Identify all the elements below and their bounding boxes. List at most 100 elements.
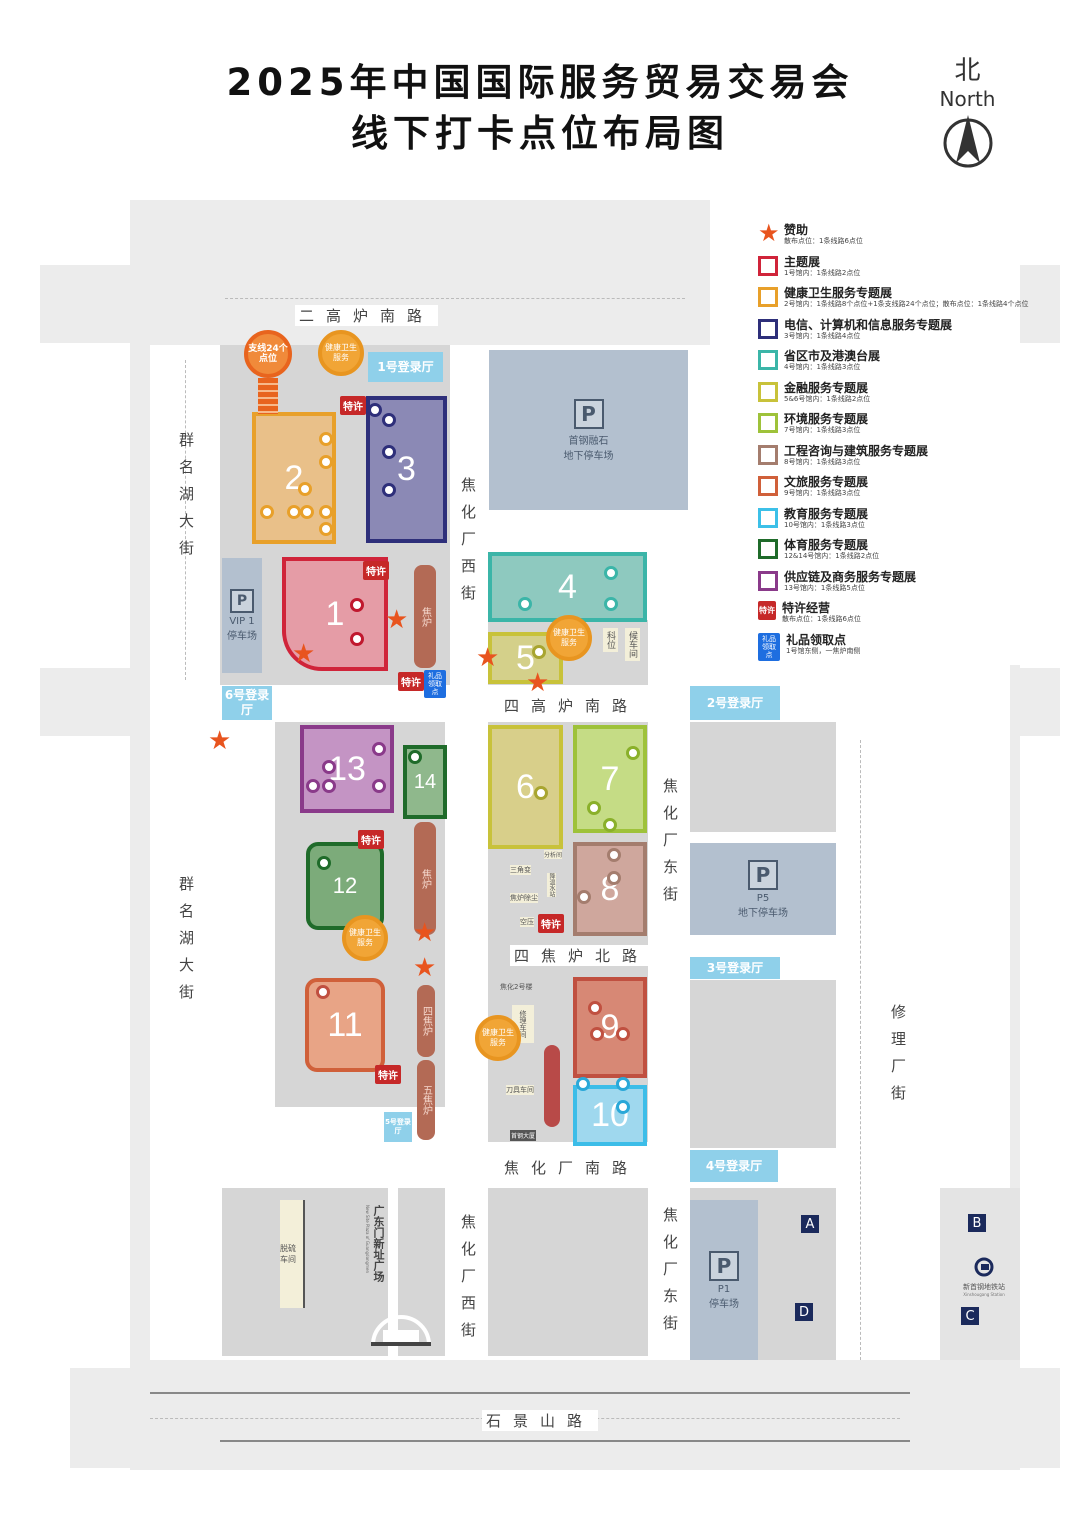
franchise-badge[interactable]: 特许 (340, 396, 366, 415)
legend-swatch-icon (758, 350, 778, 370)
franchise-badge[interactable]: 特许 (363, 561, 389, 580)
sponsor-star-icon[interactable]: ★ (208, 726, 232, 756)
legend-title: 电信、计算机和信息服务专题展 (784, 317, 953, 332)
checkpoint-pin[interactable] (372, 742, 386, 756)
entrance-6[interactable]: 6号登录厅 (222, 686, 272, 720)
gift-pickup-badge[interactable]: 礼品领取点 (424, 670, 446, 698)
hall-9[interactable]: 9 (573, 977, 647, 1078)
checkpoint-pin[interactable] (372, 779, 386, 793)
checkpoint-pin[interactable] (626, 746, 640, 760)
block-e1 (690, 722, 836, 832)
franchise-badge[interactable]: 特许 (398, 672, 424, 691)
checkpoint-pin[interactable] (518, 597, 532, 611)
franchise-badge[interactable]: 特许 (375, 1065, 401, 1084)
block-sw (222, 1188, 388, 1356)
checkpoint-pin[interactable] (298, 482, 312, 496)
checkpoint-pin[interactable] (350, 598, 364, 612)
checkpoint-pin[interactable] (319, 522, 333, 536)
legend-sub: 2号馆内：1条线路8个点位+1条支线路24个点位；散布点位：1条线路4个点位 (784, 300, 1029, 308)
checkpoint-pin[interactable] (616, 1077, 630, 1091)
legend-swatch-icon (758, 539, 778, 559)
entrance-5[interactable]: 5号登录厅 (384, 1112, 412, 1142)
checkpoint-pin[interactable] (577, 890, 591, 904)
checkpoint-pin[interactable] (382, 483, 396, 497)
hall-6[interactable]: 6 (488, 725, 563, 849)
tower-1: 焦炉 (414, 565, 436, 668)
checkpoint-pin[interactable] (408, 750, 422, 764)
checkpoint-pin[interactable] (322, 779, 336, 793)
checkpoint-pin[interactable] (534, 786, 548, 800)
entrance-2[interactable]: 2号登录厅 (690, 686, 780, 720)
entrance-4[interactable]: 4号登录厅 (690, 1150, 778, 1182)
sponsor-star-icon[interactable]: ★ (413, 918, 437, 948)
metro-exit-a[interactable]: A (801, 1215, 819, 1233)
checkpoint-pin[interactable] (322, 760, 336, 774)
checkpoint-pin[interactable] (382, 413, 396, 427)
metro-exit-d[interactable]: D (795, 1303, 813, 1321)
checkpoint-pin[interactable] (616, 1100, 630, 1114)
metro-exit-b[interactable]: B (968, 1214, 986, 1232)
place-daoju: 刀具车间 (506, 1085, 534, 1095)
checkpoint-pin[interactable] (607, 871, 621, 885)
checkpoint-pin[interactable] (260, 505, 274, 519)
checkpoint-pin[interactable] (319, 505, 333, 519)
checkpoint-pin[interactable] (616, 1027, 630, 1041)
checkpoint-pin[interactable] (590, 1027, 604, 1041)
entrance-3[interactable]: 3号登录厅 (690, 957, 780, 979)
checkpoint-pin[interactable] (532, 645, 546, 659)
entrance-1[interactable]: 1号登录厅 (368, 352, 443, 382)
branch-route-bubble[interactable]: 支线24个点位 (244, 330, 292, 378)
checkpoint-pin[interactable] (300, 505, 314, 519)
metro-exit-c[interactable]: C (961, 1307, 979, 1325)
legend-sub: 4号馆内：1条线路3点位 (784, 363, 861, 371)
checkpoint-pin[interactable] (317, 856, 331, 870)
parking-name: 首钢融石 地下停车场 (563, 435, 614, 462)
checkpoint-pin[interactable] (319, 455, 333, 469)
hall-10[interactable]: 10 (573, 1085, 647, 1146)
checkpoint-pin[interactable] (607, 848, 621, 862)
franchise-badge[interactable]: 特许 (358, 830, 384, 849)
parking-name: 地下停车场 (738, 907, 788, 919)
checkpoint-pin[interactable] (604, 597, 618, 611)
tower-4: 五焦炉 (417, 1060, 435, 1140)
health-pin[interactable]: 健康卫生服务 (546, 615, 592, 661)
hall-7[interactable]: 7 (573, 725, 647, 833)
sponsor-star-icon[interactable]: ★ (385, 605, 409, 635)
hall-4[interactable]: 4 (488, 552, 647, 622)
legend-sub: 1号馆东侧，一焦炉南侧 (786, 646, 861, 655)
health-pin[interactable]: 健康卫生服务 (342, 915, 388, 961)
legend-swatch-icon (758, 255, 778, 276)
legend-title: 主题展 (784, 254, 821, 269)
sponsor-star-icon[interactable]: ★ (413, 953, 437, 983)
checkpoint-pin[interactable] (350, 632, 364, 646)
sponsor-star-icon[interactable]: ★ (476, 643, 500, 673)
checkpoint-pin[interactable] (382, 445, 396, 459)
franchise-badge[interactable]: 特许 (538, 914, 564, 933)
hall-13[interactable]: 13 (300, 725, 394, 813)
hall-3[interactable]: 3 (366, 396, 447, 543)
metro-station[interactable]: 新首钢地铁站 Xinshougang Station (952, 1256, 1016, 1297)
plaza-gate-icon (371, 1315, 431, 1346)
health-pin[interactable]: 健康卫生服务 (318, 330, 364, 376)
checkpoint-pin[interactable] (576, 1077, 590, 1091)
checkpoint-pin[interactable] (587, 801, 601, 815)
checkpoint-pin[interactable] (604, 566, 618, 580)
health-pin[interactable]: 健康卫生服务 (475, 1015, 521, 1061)
place-shougang-dasha: 首钢大厦 (510, 1130, 537, 1141)
checkpoint-pin[interactable] (319, 432, 333, 446)
checkpoint-pin[interactable] (603, 818, 617, 832)
block-s (488, 1188, 648, 1356)
checkpoint-pin[interactable] (316, 985, 330, 999)
checkpoint-pin[interactable] (588, 1001, 602, 1015)
checkpoint-pin[interactable] (306, 779, 320, 793)
north-arrow-icon (943, 115, 992, 168)
checkpoint-pin[interactable] (368, 403, 382, 417)
sponsor-star-icon[interactable]: ★ (526, 668, 550, 698)
sponsor-star-icon[interactable]: ★ (292, 639, 316, 669)
checkpoint-pin[interactable] (287, 505, 301, 519)
